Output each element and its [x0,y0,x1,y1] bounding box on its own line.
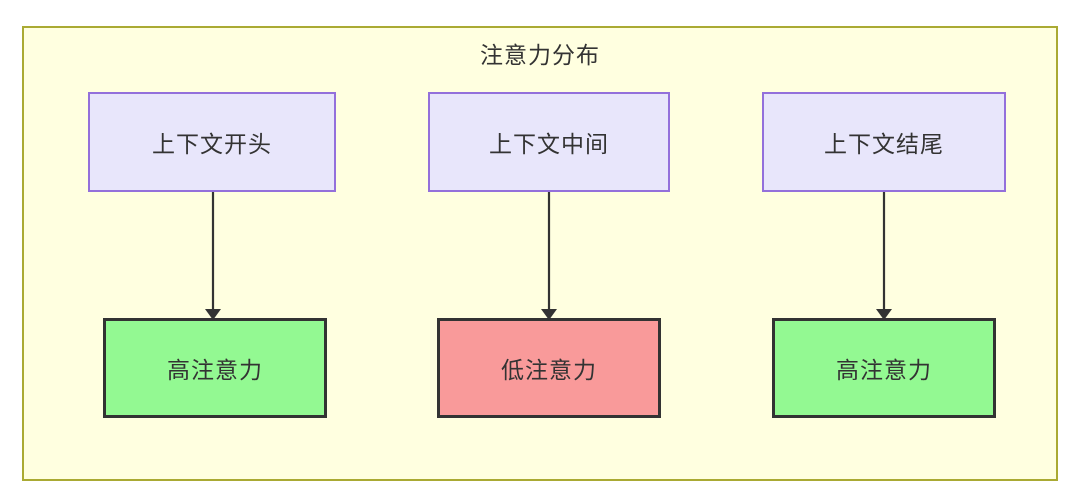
node-attention-high-start-label: 高注意力 [167,357,263,383]
node-attention-high-end-label: 高注意力 [836,357,932,383]
node-context-end[interactable]: 上下文结尾 [762,92,1006,192]
node-context-middle[interactable]: 上下文中间 [428,92,670,192]
diagram-title: 注意力分布 [480,42,600,68]
node-context-middle-label: 上下文中间 [489,131,609,157]
node-attention-high-end[interactable]: 高注意力 [772,318,996,418]
node-attention-high-start[interactable]: 高注意力 [103,318,327,418]
node-attention-low-middle[interactable]: 低注意力 [437,318,661,418]
node-context-end-label: 上下文结尾 [824,131,944,157]
node-context-start-label: 上下文开头 [152,131,272,157]
node-attention-low-middle-label: 低注意力 [501,357,597,383]
node-context-start[interactable]: 上下文开头 [88,92,336,192]
